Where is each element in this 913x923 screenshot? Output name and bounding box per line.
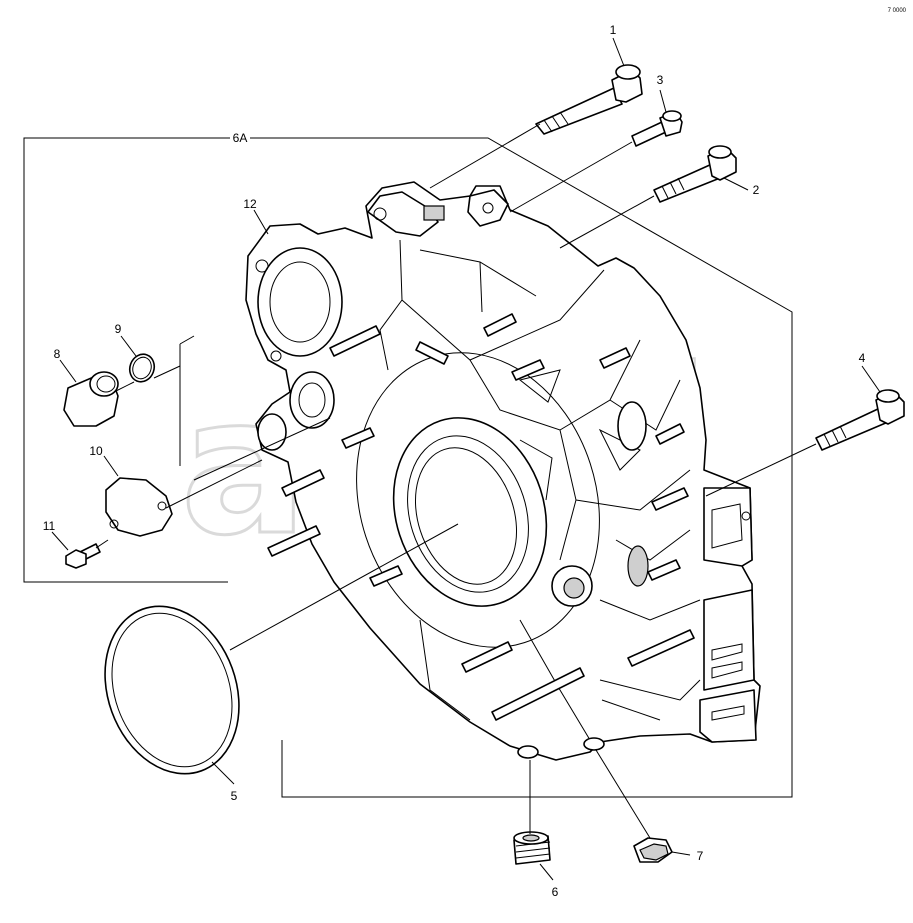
flywheel-housing xyxy=(245,181,761,761)
callout-1: 1 xyxy=(610,23,617,37)
callout-12: 12 xyxy=(243,197,257,211)
callout-6a: 6A xyxy=(233,131,248,145)
plug-8 xyxy=(63,371,119,427)
housing-studs xyxy=(267,313,695,721)
callout-6: 6 xyxy=(552,885,559,899)
corner-code: 7 0000 xyxy=(888,8,907,14)
callout-4: 4 xyxy=(859,351,866,365)
callout-8: 8 xyxy=(54,347,61,361)
assembly-frame-6a xyxy=(23,137,793,798)
leader-lines xyxy=(51,37,881,881)
plug-7 xyxy=(633,837,673,863)
callout-5: 5 xyxy=(231,789,238,803)
cover-plate-10 xyxy=(105,477,173,537)
bolt-3 xyxy=(631,110,683,147)
callout-3: 3 xyxy=(657,73,664,87)
callout-2: 2 xyxy=(753,183,760,197)
callout-10: 10 xyxy=(89,444,103,458)
o-ring-9 xyxy=(128,353,156,383)
bolt-2 xyxy=(653,145,737,203)
callout-7: 7 xyxy=(697,849,704,863)
callout-9: 9 xyxy=(115,322,122,336)
plug-6 xyxy=(513,831,551,865)
callout-11: 11 xyxy=(43,519,56,533)
bolt-4 xyxy=(815,389,905,451)
bolt-1 xyxy=(535,64,643,135)
bolt-11 xyxy=(65,543,101,569)
seal-ring-5 xyxy=(104,605,240,775)
